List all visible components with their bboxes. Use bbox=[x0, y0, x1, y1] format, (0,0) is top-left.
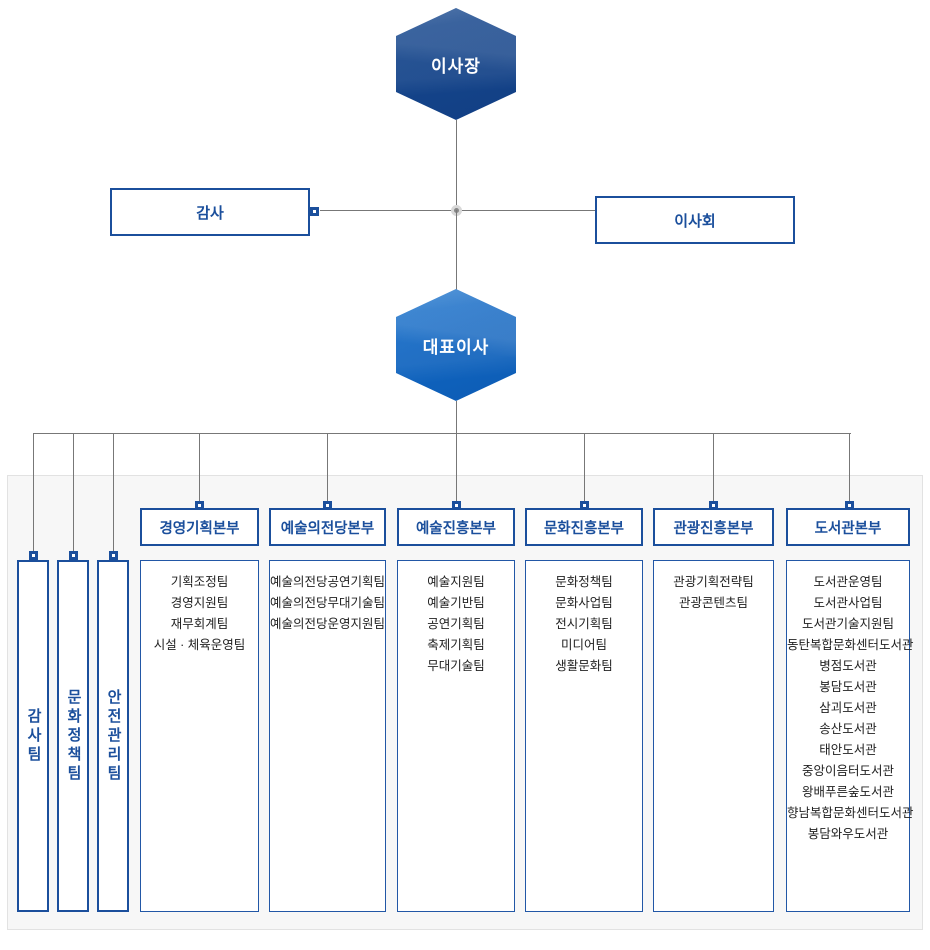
node-ceo-label: 대표이사 bbox=[422, 337, 490, 357]
box-auditor[interactable]: 감사 bbox=[110, 188, 310, 236]
connector-tab-auditor bbox=[310, 207, 319, 216]
team-item[interactable]: 예술의전당운영지원팀 bbox=[270, 617, 386, 631]
vbox-team-0-label: 감사팀 bbox=[25, 707, 42, 765]
distribution-bus bbox=[33, 433, 851, 434]
division-body-1: 예술의전당공연기획팀 예술의전당무대기술팀 예술의전당운영지원팀 bbox=[269, 560, 386, 912]
connector-junction-to-auditor bbox=[320, 210, 456, 211]
team-item[interactable]: 도서관운영팀 bbox=[813, 575, 883, 589]
drop-line-division-4 bbox=[713, 433, 714, 505]
team-item[interactable]: 문화사업팀 bbox=[555, 596, 613, 610]
team-item[interactable]: 무대기술팀 bbox=[427, 659, 485, 673]
team-item[interactable]: 생활문화팀 bbox=[555, 659, 613, 673]
team-item[interactable]: 향남복합문화센터도서관 bbox=[787, 806, 914, 820]
connector-tab-division-2 bbox=[452, 501, 461, 510]
drop-line-vteam-2 bbox=[113, 433, 114, 555]
node-chairman[interactable]: 이사장 bbox=[396, 8, 516, 120]
vbox-team-0[interactable]: 감사팀 bbox=[17, 560, 49, 912]
team-item[interactable]: 시설 · 체육운영팀 bbox=[153, 638, 246, 652]
team-item[interactable]: 문화정책팀 bbox=[555, 575, 613, 589]
vbox-team-2[interactable]: 안전관리팀 bbox=[97, 560, 129, 912]
drop-line-division-0 bbox=[199, 433, 200, 505]
division-header-4-label: 관광진흥본부 bbox=[673, 520, 754, 537]
team-item[interactable]: 왕배푸른숲도서관 bbox=[801, 785, 894, 799]
drop-line-division-3 bbox=[584, 433, 585, 505]
team-item[interactable]: 동탄복합문화센터도서관 bbox=[787, 638, 914, 652]
team-item[interactable]: 예술의전당무대기술팀 bbox=[270, 596, 386, 610]
connector-tab-division-4 bbox=[709, 501, 718, 510]
division-body-2: 예술지원팀 예술기반팀 공연기획팀 축제기획팀 무대기술팀 bbox=[397, 560, 515, 912]
team-item[interactable]: 병점도서관 bbox=[819, 659, 877, 673]
division-header-2[interactable]: 예술진흥본부 bbox=[397, 508, 515, 546]
vbox-team-2-label: 안전관리팀 bbox=[105, 688, 122, 784]
drop-line-division-1 bbox=[327, 433, 328, 505]
connector-chairman-to-junction bbox=[456, 120, 457, 210]
division-header-5[interactable]: 도서관본부 bbox=[786, 508, 910, 546]
drop-line-division-2 bbox=[456, 433, 457, 505]
division-header-1-label: 예술의전당본부 bbox=[280, 520, 375, 537]
team-item[interactable]: 중앙이음터도서관 bbox=[801, 764, 894, 778]
team-item[interactable]: 관광콘텐츠팀 bbox=[678, 596, 748, 610]
team-item[interactable]: 공연기획팀 bbox=[427, 617, 485, 631]
division-header-0[interactable]: 경영기획본부 bbox=[140, 508, 259, 546]
division-header-3[interactable]: 문화진흥본부 bbox=[525, 508, 643, 546]
team-item[interactable]: 관광기획전략팀 bbox=[673, 575, 754, 589]
division-header-0-label: 경영기획본부 bbox=[159, 520, 240, 537]
team-item[interactable]: 태안도서관 bbox=[819, 743, 877, 757]
team-item[interactable]: 경영지원팀 bbox=[170, 596, 229, 610]
connector-tab-vteam-0 bbox=[29, 551, 38, 560]
team-item[interactable]: 전시기획팀 bbox=[555, 617, 613, 631]
connector-tab-division-3 bbox=[580, 501, 589, 510]
team-item[interactable]: 예술지원팀 bbox=[427, 575, 485, 589]
team-item[interactable]: 봉담도서관 bbox=[819, 680, 877, 694]
team-item[interactable]: 축제기획팀 bbox=[427, 638, 485, 652]
team-item[interactable]: 예술기반팀 bbox=[427, 596, 485, 610]
connector-tab-division-0 bbox=[195, 501, 204, 510]
box-auditor-label: 감사 bbox=[196, 204, 224, 222]
vbox-team-1[interactable]: 문화정책팀 bbox=[57, 560, 89, 912]
connector-tab-division-1 bbox=[323, 501, 332, 510]
drop-line-vteam-0 bbox=[33, 433, 34, 555]
division-body-5: 도서관운영팀 도서관사업팀 도서관기술지원팀 동탄복합문화센터도서관 병점도서관… bbox=[786, 560, 914, 912]
team-item[interactable]: 도서관사업팀 bbox=[813, 596, 883, 610]
division-header-4[interactable]: 관광진흥본부 bbox=[653, 508, 774, 546]
division-header-2-label: 예술진흥본부 bbox=[415, 520, 497, 537]
team-item[interactable]: 도서관기술지원팀 bbox=[801, 617, 894, 631]
division-header-3-label: 문화진흥본부 bbox=[543, 520, 625, 537]
team-item[interactable]: 삼괴도서관 bbox=[819, 701, 877, 715]
team-item[interactable]: 송산도서관 bbox=[819, 722, 877, 736]
vbox-team-1-label: 문화정책팀 bbox=[65, 688, 82, 784]
team-item[interactable]: 기획조정팀 bbox=[170, 575, 229, 589]
node-ceo[interactable]: 대표이사 bbox=[396, 289, 516, 401]
team-item[interactable]: 미디어팀 bbox=[560, 638, 607, 652]
box-board-label: 이사회 bbox=[674, 212, 716, 230]
team-item[interactable]: 예술의전당공연기획팀 bbox=[270, 575, 386, 589]
connector-junction-to-ceo bbox=[456, 210, 457, 290]
drop-line-vteam-1 bbox=[73, 433, 74, 555]
division-header-5-label: 도서관본부 bbox=[814, 520, 882, 537]
node-chairman-label: 이사장 bbox=[431, 56, 481, 76]
division-body-4: 관광기획전략팀 관광콘텐츠팀 bbox=[653, 560, 774, 912]
connector-tab-vteam-1 bbox=[69, 551, 78, 560]
connector-tab-vteam-2 bbox=[109, 551, 118, 560]
connector-tab-division-5 bbox=[845, 501, 854, 510]
drop-line-division-5 bbox=[849, 433, 850, 505]
division-body-3: 문화정책팀 문화사업팀 전시기획팀 미디어팀 생활문화팀 bbox=[525, 560, 643, 912]
connector-junction-to-board bbox=[456, 210, 596, 211]
division-body-0: 기획조정팀 경영지원팀 재무회계팀 시설 · 체육운영팀 bbox=[140, 560, 259, 912]
box-board[interactable]: 이사회 bbox=[595, 196, 795, 244]
connector-ceo-to-bus bbox=[456, 401, 457, 433]
division-header-1[interactable]: 예술의전당본부 bbox=[269, 508, 386, 546]
team-item[interactable]: 재무회계팀 bbox=[170, 617, 229, 631]
team-item[interactable]: 봉담와우도서관 bbox=[807, 827, 889, 841]
